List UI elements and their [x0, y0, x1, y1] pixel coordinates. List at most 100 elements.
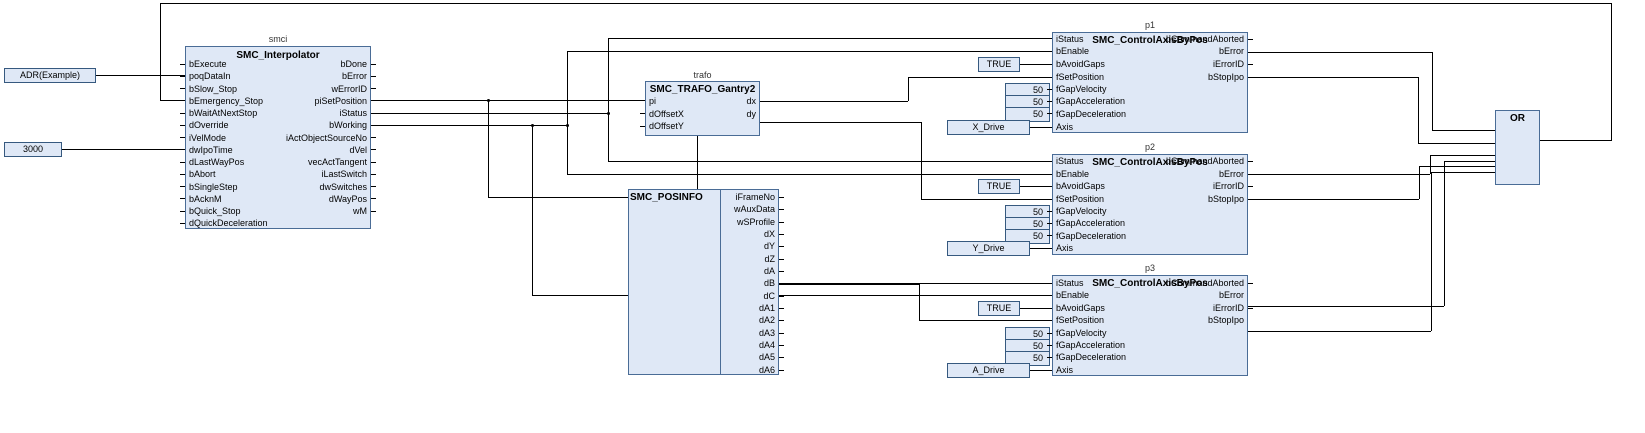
pin-iframeno[interactable]: iFrameNo: [700, 193, 775, 202]
pin-ivelmode[interactable]: iVelMode: [189, 134, 226, 143]
literal-adr-example[interactable]: ADR(Example): [4, 68, 96, 83]
instance-name-trafo: trafo: [645, 70, 760, 80]
pin-p2-bcommandaborted[interactable]: bCommandAborted: [1120, 157, 1244, 166]
block-title-smc-trafo-gantry2: SMC_TRAFO_Gantry2: [646, 84, 759, 95]
pin-da4[interactable]: dA4: [700, 341, 775, 350]
pin-babort[interactable]: bAbort: [189, 170, 216, 179]
pin-dquickdeceleration[interactable]: dQuickDeceleration: [189, 219, 268, 228]
pin-dc[interactable]: dC: [700, 292, 775, 301]
block-title-smc-posinfo: SMC_POSINFO: [630, 192, 703, 203]
pin-trafo-dx[interactable]: dx: [700, 97, 756, 106]
literal-ipo-time[interactable]: 3000: [4, 142, 62, 157]
pin-p1-fgapacceleration[interactable]: fGapAcceleration: [1056, 97, 1125, 106]
function-block-or[interactable]: OR: [1495, 110, 1540, 185]
pin-dwipotime[interactable]: dwIpoTime: [189, 146, 233, 155]
pin-trafo-doffsety[interactable]: dOffsetY: [649, 122, 684, 131]
pin-p1-bcommandaborted[interactable]: bCommandAborted: [1120, 35, 1244, 44]
literal-true-axis3[interactable]: TRUE: [978, 301, 1020, 316]
pin-bexecute[interactable]: bExecute: [189, 60, 227, 69]
pin-p2-istatus[interactable]: iStatus: [1056, 157, 1084, 166]
pin-p3-ierrorid[interactable]: iErrorID: [1120, 304, 1244, 313]
instance-name-smci: smci: [185, 34, 371, 44]
pin-da3[interactable]: dA3: [700, 329, 775, 338]
pin-bquick-stop[interactable]: bQuick_Stop: [189, 207, 241, 216]
pin-da2[interactable]: dA2: [700, 316, 775, 325]
pin-p1-fgapdeceleration[interactable]: fGapDeceleration: [1056, 110, 1126, 119]
pin-p3-bstopipo[interactable]: bStopIpo: [1120, 316, 1244, 325]
instance-name-p3: p3: [1052, 263, 1248, 273]
pin-p1-bavoidgaps[interactable]: bAvoidGaps: [1056, 60, 1105, 69]
pin-p1-ierrorid[interactable]: iErrorID: [1120, 60, 1244, 69]
pin-p1-berror[interactable]: bError: [1120, 47, 1244, 56]
block-title-or: OR: [1496, 113, 1539, 124]
literal-true-axis2[interactable]: TRUE: [978, 179, 1020, 194]
instance-name-p1: p1: [1052, 20, 1248, 30]
pin-dlastwaypos[interactable]: dLastWayPos: [189, 158, 244, 167]
pin-p2-fgapdeceleration[interactable]: fGapDeceleration: [1056, 232, 1126, 241]
pin-wauxdata[interactable]: wAuxData: [700, 205, 775, 214]
pin-p3-fgapdeceleration[interactable]: fGapDeceleration: [1056, 353, 1126, 362]
pin-p3-fsetposition[interactable]: fSetPosition: [1056, 316, 1104, 325]
pin-berror[interactable]: bError: [250, 72, 367, 81]
pin-p3-fgapvelocity[interactable]: fGapVelocity: [1056, 329, 1107, 338]
pin-p3-axis[interactable]: Axis: [1056, 366, 1073, 375]
pin-bworking[interactable]: bWorking: [250, 121, 367, 130]
pin-dz[interactable]: dZ: [700, 255, 775, 264]
pin-bslow-stop[interactable]: bSlow_Stop: [189, 85, 237, 94]
pin-p3-bavoidgaps[interactable]: bAvoidGaps: [1056, 304, 1105, 313]
pin-poqdatain[interactable]: poqDataIn: [189, 72, 231, 81]
pin-db[interactable]: dB: [700, 279, 775, 288]
pin-bwaitatnextstop[interactable]: bWaitAtNextStop: [189, 109, 257, 118]
variable-axis-y-drive[interactable]: Y_Drive: [947, 241, 1030, 256]
pin-ilastswitch[interactable]: iLastSwitch: [250, 170, 367, 179]
pin-p1-fsetposition[interactable]: fSetPosition: [1056, 73, 1104, 82]
pin-werrorid[interactable]: wErrorID: [250, 85, 367, 94]
pin-p2-fsetposition[interactable]: fSetPosition: [1056, 195, 1104, 204]
instance-name-p2: p2: [1052, 142, 1248, 152]
pin-p3-benable[interactable]: bEnable: [1056, 291, 1089, 300]
literal-true-axis1[interactable]: TRUE: [978, 57, 1020, 72]
pin-dwswitches[interactable]: dwSwitches: [250, 183, 367, 192]
pin-da[interactable]: dA: [700, 267, 775, 276]
pin-p2-fgapvelocity[interactable]: fGapVelocity: [1056, 207, 1107, 216]
pin-p1-bstopipo[interactable]: bStopIpo: [1120, 73, 1244, 82]
pin-bdone[interactable]: bDone: [250, 60, 367, 69]
pin-dwaypos[interactable]: dWayPos: [250, 195, 367, 204]
variable-axis-a-drive[interactable]: A_Drive: [947, 363, 1030, 378]
pin-p3-fgapacceleration[interactable]: fGapAcceleration: [1056, 341, 1125, 350]
pin-dy[interactable]: dY: [700, 242, 775, 251]
pin-doverride[interactable]: dOverride: [189, 121, 229, 130]
pin-p1-benable[interactable]: bEnable: [1056, 47, 1089, 56]
pin-p2-bstopipo[interactable]: bStopIpo: [1120, 195, 1244, 204]
pin-istatus[interactable]: iStatus: [250, 109, 367, 118]
pin-wsprofile[interactable]: wSProfile: [700, 218, 775, 227]
pin-da6[interactable]: dA6: [700, 366, 775, 375]
pin-p1-axis[interactable]: Axis: [1056, 123, 1073, 132]
pin-dvel[interactable]: dVel: [250, 146, 367, 155]
pin-p2-berror[interactable]: bError: [1120, 170, 1244, 179]
pin-da5[interactable]: dA5: [700, 353, 775, 362]
pin-bsinglestep[interactable]: bSingleStep: [189, 183, 238, 192]
pin-wm[interactable]: wM: [250, 207, 367, 216]
pin-p3-istatus[interactable]: iStatus: [1056, 279, 1084, 288]
pin-vecacttangent[interactable]: vecActTangent: [250, 158, 367, 167]
pin-p1-fgapvelocity[interactable]: fGapVelocity: [1056, 85, 1107, 94]
pin-p3-berror[interactable]: bError: [1120, 291, 1244, 300]
pin-p2-bavoidgaps[interactable]: bAvoidGaps: [1056, 182, 1105, 191]
pin-iactobjectsourceno[interactable]: iActObjectSourceNo: [250, 134, 367, 143]
pin-backnm[interactable]: bAcknM: [189, 195, 222, 204]
pin-p2-fgapacceleration[interactable]: fGapAcceleration: [1056, 219, 1125, 228]
pin-dx[interactable]: dX: [700, 230, 775, 239]
pin-pisetposition[interactable]: piSetPosition: [250, 97, 367, 106]
pin-trafo-doffsetx[interactable]: dOffsetX: [649, 110, 684, 119]
pin-p2-benable[interactable]: bEnable: [1056, 170, 1089, 179]
variable-axis-x-drive[interactable]: X_Drive: [947, 120, 1030, 135]
pin-trafo-pi[interactable]: pi: [649, 97, 656, 106]
pin-p2-axis[interactable]: Axis: [1056, 244, 1073, 253]
pin-da1[interactable]: dA1: [700, 304, 775, 313]
pin-p3-bcommandaborted[interactable]: bCommandAborted: [1120, 279, 1244, 288]
pin-trafo-dy[interactable]: dy: [700, 110, 756, 119]
pin-p1-istatus[interactable]: iStatus: [1056, 35, 1084, 44]
pin-p2-ierrorid[interactable]: iErrorID: [1120, 182, 1244, 191]
